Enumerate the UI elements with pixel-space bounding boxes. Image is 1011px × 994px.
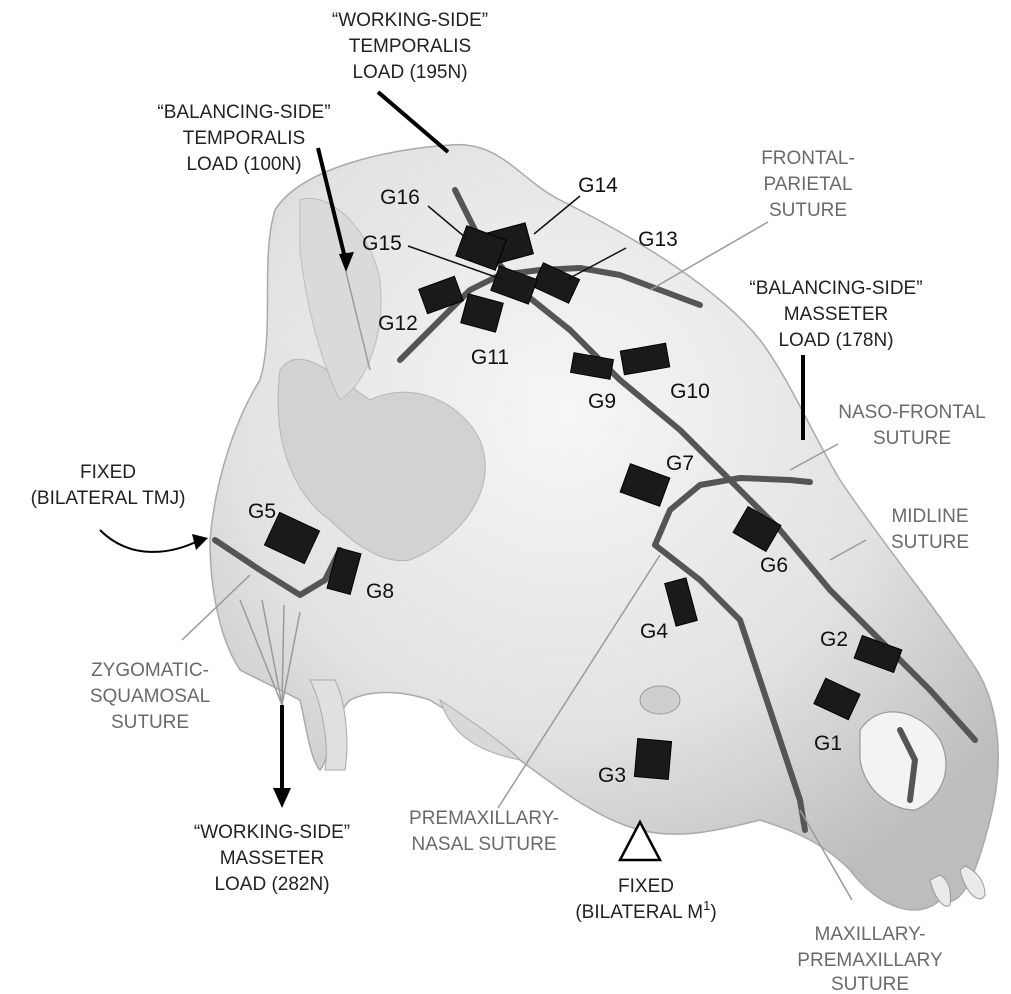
svg-text:LOAD (195N): LOAD (195N)	[352, 62, 467, 83]
svg-text:MAXILLARY-: MAXILLARY-	[815, 924, 926, 945]
working-temporalis-label: “WORKING-SIDE” TEMPORALIS LOAD (195N)	[332, 10, 488, 83]
label-G2: G2	[820, 628, 848, 651]
premaxillary-nasal-suture-label: PREMAXILLARY- NASAL SUTURE	[409, 808, 559, 855]
svg-text:ZYGOMATIC-: ZYGOMATIC-	[91, 660, 209, 681]
naso-frontal-suture-label: NASO-FRONTAL SUTURE	[838, 402, 985, 449]
svg-text:TEMPORALIS: TEMPORALIS	[183, 128, 305, 149]
label-G15: G15	[362, 232, 402, 255]
balancing-temporalis-label: “BALANCING-SIDE” TEMPORALIS LOAD (100N)	[157, 102, 330, 175]
svg-text:FIXED: FIXED	[80, 462, 136, 483]
svg-text:FIXED: FIXED	[618, 876, 674, 897]
label-G12: G12	[378, 312, 418, 335]
svg-text:“WORKING-SIDE”: “WORKING-SIDE”	[194, 822, 350, 843]
tmj-curved-arrow	[100, 530, 200, 552]
label-G10: G10	[670, 380, 710, 403]
svg-text:NASAL SUTURE: NASAL SUTURE	[412, 834, 557, 855]
working-temporalis-arrow	[378, 92, 448, 152]
svg-text:SUTURE: SUTURE	[831, 974, 909, 994]
svg-text:LOAD (100N): LOAD (100N)	[186, 154, 301, 175]
label-G9: G9	[588, 390, 616, 413]
svg-text:NASO-FRONTAL: NASO-FRONTAL	[838, 402, 985, 423]
svg-text:LOAD (178N): LOAD (178N)	[778, 330, 893, 351]
svg-text:(BILATERAL M1): (BILATERAL M1)	[575, 898, 716, 923]
gauge-G3	[634, 739, 671, 780]
svg-text:“WORKING-SIDE”: “WORKING-SIDE”	[332, 10, 488, 31]
label-G8: G8	[366, 580, 394, 603]
svg-text:“BALANCING-SIDE”: “BALANCING-SIDE”	[749, 278, 922, 299]
label-G14: G14	[578, 174, 618, 197]
svg-text:SUTURE: SUTURE	[873, 428, 951, 449]
label-G1: G1	[814, 732, 842, 755]
svg-text:SUTURE: SUTURE	[891, 532, 969, 553]
svg-text:MASSETER: MASSETER	[220, 848, 325, 869]
svg-text:MIDLINE: MIDLINE	[891, 506, 968, 527]
fixed-tmj-label: FIXED (BILATERAL TMJ)	[31, 462, 186, 509]
label-G7: G7	[666, 452, 694, 475]
label-G11: G11	[471, 346, 509, 369]
balancing-masseter-label: “BALANCING-SIDE” MASSETER LOAD (178N)	[749, 278, 922, 351]
svg-text:LOAD (282N): LOAD (282N)	[214, 874, 329, 895]
svg-text:PARIETAL: PARIETAL	[763, 174, 852, 195]
label-G13: G13	[638, 228, 678, 251]
svg-text:SUTURE: SUTURE	[769, 200, 847, 221]
svg-text:SQUAMOSAL: SQUAMOSAL	[90, 686, 210, 707]
working-masseter-label: “WORKING-SIDE” MASSETER LOAD (282N)	[194, 822, 350, 895]
svg-text:MASSETER: MASSETER	[784, 304, 889, 325]
label-G6: G6	[760, 554, 788, 577]
svg-text:PREMAXILLARY-: PREMAXILLARY-	[409, 808, 559, 829]
label-G4: G4	[640, 620, 668, 643]
frontal-parietal-suture-label: FRONTAL- PARIETAL SUTURE	[761, 148, 855, 221]
label-G3: G3	[598, 764, 626, 787]
zygomatic-squamosal-suture-label: ZYGOMATIC- SQUAMOSAL SUTURE	[90, 660, 210, 733]
svg-text:(BILATERAL TMJ): (BILATERAL TMJ)	[31, 488, 186, 509]
maxillary-premaxillary-suture-label: MAXILLARY- PREMAXILLARY SUTURE	[797, 924, 943, 994]
fixed-m1-label: FIXED (BILATERAL M1)	[575, 876, 716, 923]
svg-text:PREMAXILLARY: PREMAXILLARY	[797, 950, 943, 971]
svg-text:FRONTAL-: FRONTAL-	[761, 148, 855, 169]
midline-suture-label: MIDLINE SUTURE	[891, 506, 969, 553]
svg-text:“BALANCING-SIDE”: “BALANCING-SIDE”	[157, 102, 330, 123]
svg-text:TEMPORALIS: TEMPORALIS	[349, 36, 471, 57]
label-G16: G16	[380, 186, 420, 209]
svg-text:SUTURE: SUTURE	[111, 712, 189, 733]
label-G5: G5	[248, 500, 276, 523]
